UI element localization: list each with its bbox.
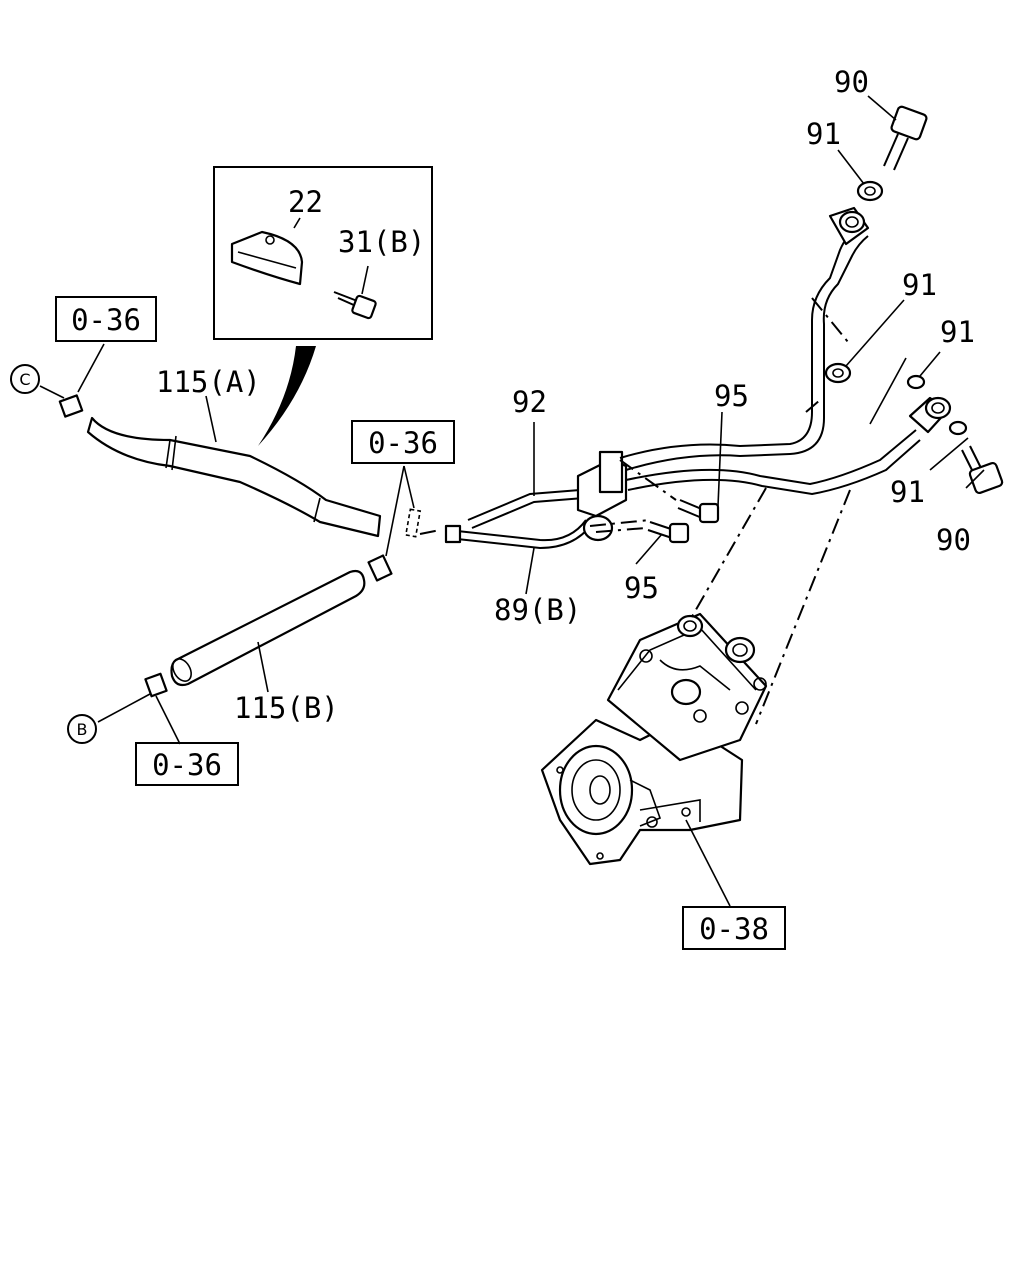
connector-c-circle <box>10 364 40 394</box>
callout-95-bottom: 95 <box>624 571 659 605</box>
bolt-31b <box>333 291 377 320</box>
clip-22 <box>230 230 304 286</box>
washer-91-mid <box>824 362 852 384</box>
ref-036-mid: 0-36 <box>368 426 438 460</box>
clip-mid <box>404 508 422 538</box>
alignment-lines <box>419 297 851 725</box>
callout-91-right: 91 <box>940 315 975 349</box>
ref-036-bottom: 0-36 <box>152 748 222 782</box>
bolt-90-bottom <box>961 445 1004 495</box>
bolt-95-bottom <box>647 521 690 544</box>
inset-frame <box>213 166 433 340</box>
callout-92: 92 <box>512 385 547 419</box>
callout-91-top: 91 <box>806 117 841 151</box>
ref-box-036-left <box>55 296 157 342</box>
callout-91-mid: 91 <box>902 268 937 302</box>
banjo-right <box>908 396 952 434</box>
pipe-92 <box>467 489 585 529</box>
compressor <box>540 612 768 866</box>
connector-b-circle <box>67 714 97 744</box>
washer-91-right <box>906 374 926 390</box>
inset-pointer <box>258 346 316 446</box>
connector-c: C <box>19 370 30 389</box>
hose-115b <box>170 569 366 687</box>
banjo-top <box>828 206 870 246</box>
inset-detail <box>213 166 433 340</box>
bolt-90-top <box>883 105 928 171</box>
callout-115b: 115(B) <box>234 691 339 725</box>
ref-box-036-mid <box>351 420 455 464</box>
leader-lines <box>39 95 985 907</box>
ref-box-038 <box>682 906 786 950</box>
bolt-95-top <box>677 499 720 524</box>
connector-b: B <box>77 720 88 739</box>
callout-22: 22 <box>288 185 323 219</box>
clamp-b <box>144 672 168 698</box>
washer-91-top <box>856 180 884 202</box>
pipes-long <box>619 225 921 496</box>
callout-31b: 31(B) <box>338 225 425 259</box>
pipe-89b <box>444 519 593 550</box>
hose-115a <box>86 416 382 538</box>
callout-95-top: 95 <box>714 379 749 413</box>
washer-91-lower <box>948 420 968 436</box>
ref-box-036-bottom <box>135 742 239 786</box>
callout-89b: 89(B) <box>494 593 581 627</box>
callout-90-top: 90 <box>834 65 869 99</box>
callout-91-lower: 91 <box>890 475 925 509</box>
clamp-c <box>58 394 84 418</box>
bracket <box>576 450 628 542</box>
ref-036-left: 0-36 <box>71 303 141 337</box>
callout-90-bottom: 90 <box>936 523 971 557</box>
ref-038: 0-38 <box>699 912 769 946</box>
clamp-mid <box>367 554 393 582</box>
callout-115a: 115(A) <box>156 365 261 399</box>
